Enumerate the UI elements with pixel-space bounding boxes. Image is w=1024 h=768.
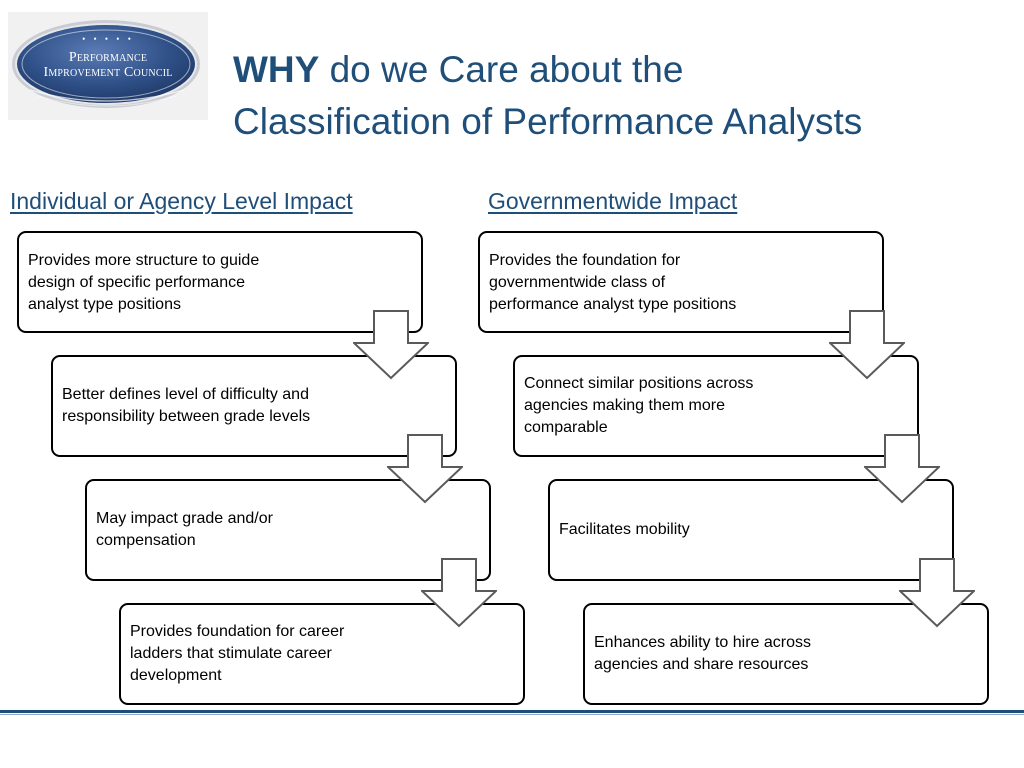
title-line2: Classification of Performance Analysts (233, 101, 863, 142)
down-block-arrow-icon (387, 434, 463, 504)
down-block-arrow-icon (353, 310, 429, 380)
down-block-arrow-icon (899, 558, 975, 628)
right-box-3: Facilitates mobility (548, 479, 954, 581)
down-block-arrow-icon (864, 434, 940, 504)
logo-stars: • • • • • (82, 34, 134, 44)
council-logo: • • • • • Performance Improvement Counci… (8, 12, 208, 120)
left-box-1: Provides more structure to guide design … (17, 231, 423, 333)
down-block-arrow-icon (421, 558, 497, 628)
down-block-arrow-icon (829, 310, 905, 380)
title-emphasis: WHY (233, 49, 320, 90)
slide-title: WHY do we Care about the Classification … (233, 44, 993, 148)
footer-divider (0, 710, 1024, 713)
right-column-heading: Governmentwide Impact (488, 188, 738, 214)
footer-divider-shadow (0, 714, 1024, 715)
right-box-2: Connect similar positions across agencie… (513, 355, 919, 457)
logo-oval-icon (12, 20, 200, 108)
left-column-heading: Individual or Agency Level Impact (10, 188, 353, 214)
logo-text-line1: Performance (68, 50, 148, 65)
title-line1: do we Care about the (319, 49, 684, 90)
logo-text-line2: Improvement Council (43, 65, 173, 80)
right-box-1: Provides the foundation for governmentwi… (478, 231, 884, 333)
right-box-4: Enhances ability to hire across agencies… (583, 603, 989, 705)
